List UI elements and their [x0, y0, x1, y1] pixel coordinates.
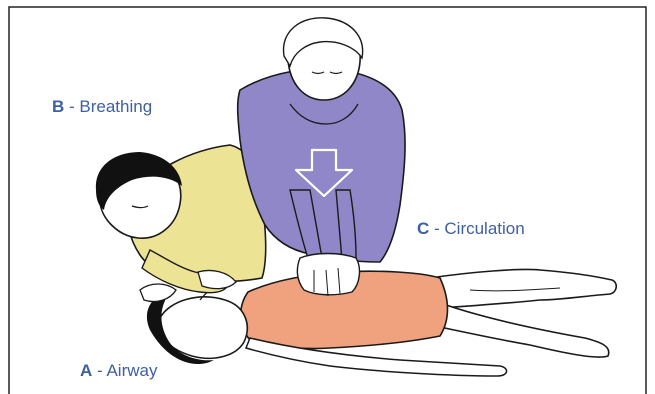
- airway-separator: -: [92, 361, 106, 380]
- breathing-separator: -: [64, 97, 79, 116]
- airway-letter: A: [80, 361, 92, 380]
- airway-text: Airway: [106, 361, 157, 380]
- breathing-rescuer-figure: [96, 145, 266, 302]
- circulation-separator: -: [429, 219, 444, 238]
- circulation-label: C - Circulation: [417, 219, 525, 239]
- breathing-letter: B: [52, 97, 64, 116]
- circulation-letter: C: [417, 219, 429, 238]
- compression-hands: [297, 254, 359, 295]
- airway-label: A - Airway: [80, 361, 157, 381]
- circulation-text: Circulation: [444, 219, 524, 238]
- breathing-label: B - Breathing: [52, 97, 152, 117]
- breathing-text: Breathing: [79, 97, 152, 116]
